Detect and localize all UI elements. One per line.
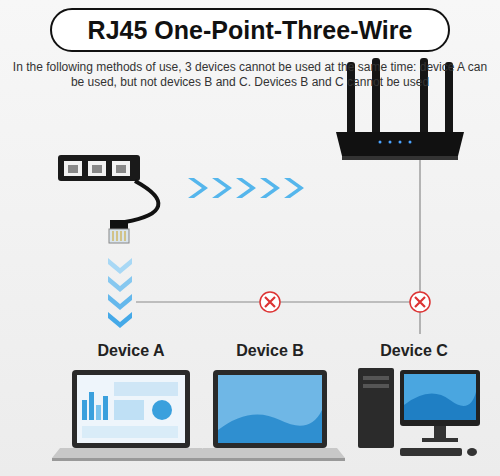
laptop-icon — [195, 370, 345, 461]
device-label: Device B — [232, 340, 308, 362]
device-name: Device C — [380, 342, 448, 360]
wire — [136, 160, 420, 334]
laptop-icon — [52, 370, 210, 461]
device-label: Device A — [94, 340, 169, 362]
device-name: Device B — [236, 342, 304, 360]
device-label: Device C — [376, 340, 452, 362]
desktop-icon — [358, 368, 480, 456]
rj45-splitter — [58, 155, 158, 243]
caption: In the following methods of use, 3 devic… — [12, 60, 488, 90]
title-pill: RJ45 One-Point-Three-Wire — [50, 8, 450, 52]
blocked-mark — [260, 292, 430, 312]
direction-chevrons — [188, 178, 304, 198]
title-text: RJ45 One-Point-Three-Wire — [88, 16, 413, 45]
direction-chevrons — [108, 258, 132, 328]
device-name: Device A — [98, 342, 165, 360]
